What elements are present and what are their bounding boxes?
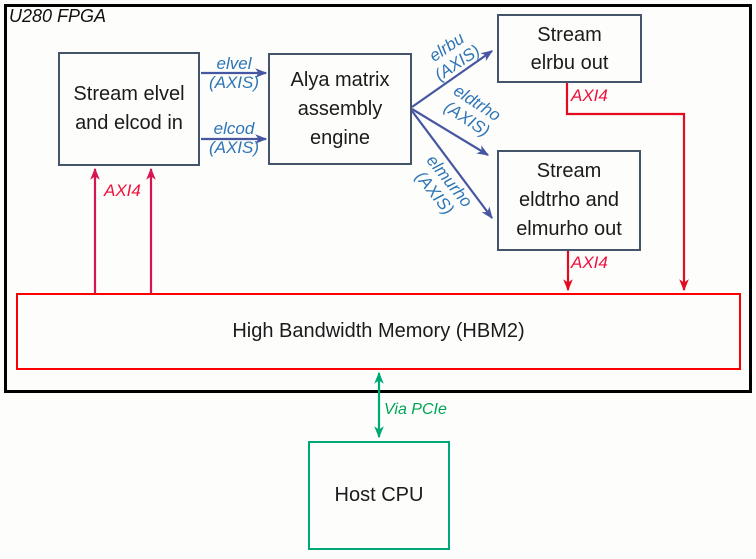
eldtrho-out-line2: eldtrho and (518, 189, 620, 211)
elrbu-out-line2: elrbu out (530, 51, 609, 74)
eldtrho-out-line3: elmurho out (516, 218, 622, 240)
axi4-streamin-label: AXI4 (104, 181, 141, 200)
engine-line2: assembly (297, 97, 383, 120)
axi4-elrbu-label: AXI4 (571, 86, 608, 105)
axi4-eldtrho-label: AXI4 (571, 253, 608, 272)
engine-line1: Alya matrix (290, 68, 390, 91)
elvel-protocol-label: (AXIS) (208, 73, 260, 92)
stream-in-box: Stream elvel and elcod in (58, 52, 200, 166)
host-cpu-label: Host CPU (334, 484, 424, 506)
stream-in-line2: and elcod in (75, 112, 183, 134)
stream-eldtrho-out-box: Stream eldtrho and elmurho out (497, 150, 641, 251)
elrbu-out-line1: Stream (537, 23, 602, 46)
engine-line3: engine (309, 126, 371, 149)
stream-elrbu-out-box: Stream elrbu out (497, 14, 642, 83)
eldtrho-out-line1: Stream (536, 160, 602, 182)
fpga-label: U280 FPGA (9, 6, 107, 26)
elcod-protocol-label: (AXIS) (208, 138, 260, 157)
stream-in-line1: Stream elvel (73, 83, 185, 105)
assembly-engine-box: Alya matrix assembly engine (268, 53, 412, 165)
hbm-box: High Bandwidth Memory (HBM2) (16, 293, 741, 370)
via-pcie-label: Via PCIe (384, 401, 447, 418)
host-cpu-box: Host CPU (308, 441, 450, 550)
elcod-label: elcod (213, 119, 255, 138)
elvel-label: elvel (216, 54, 252, 73)
hbm-label: High Bandwidth Memory (HBM2) (232, 320, 525, 342)
